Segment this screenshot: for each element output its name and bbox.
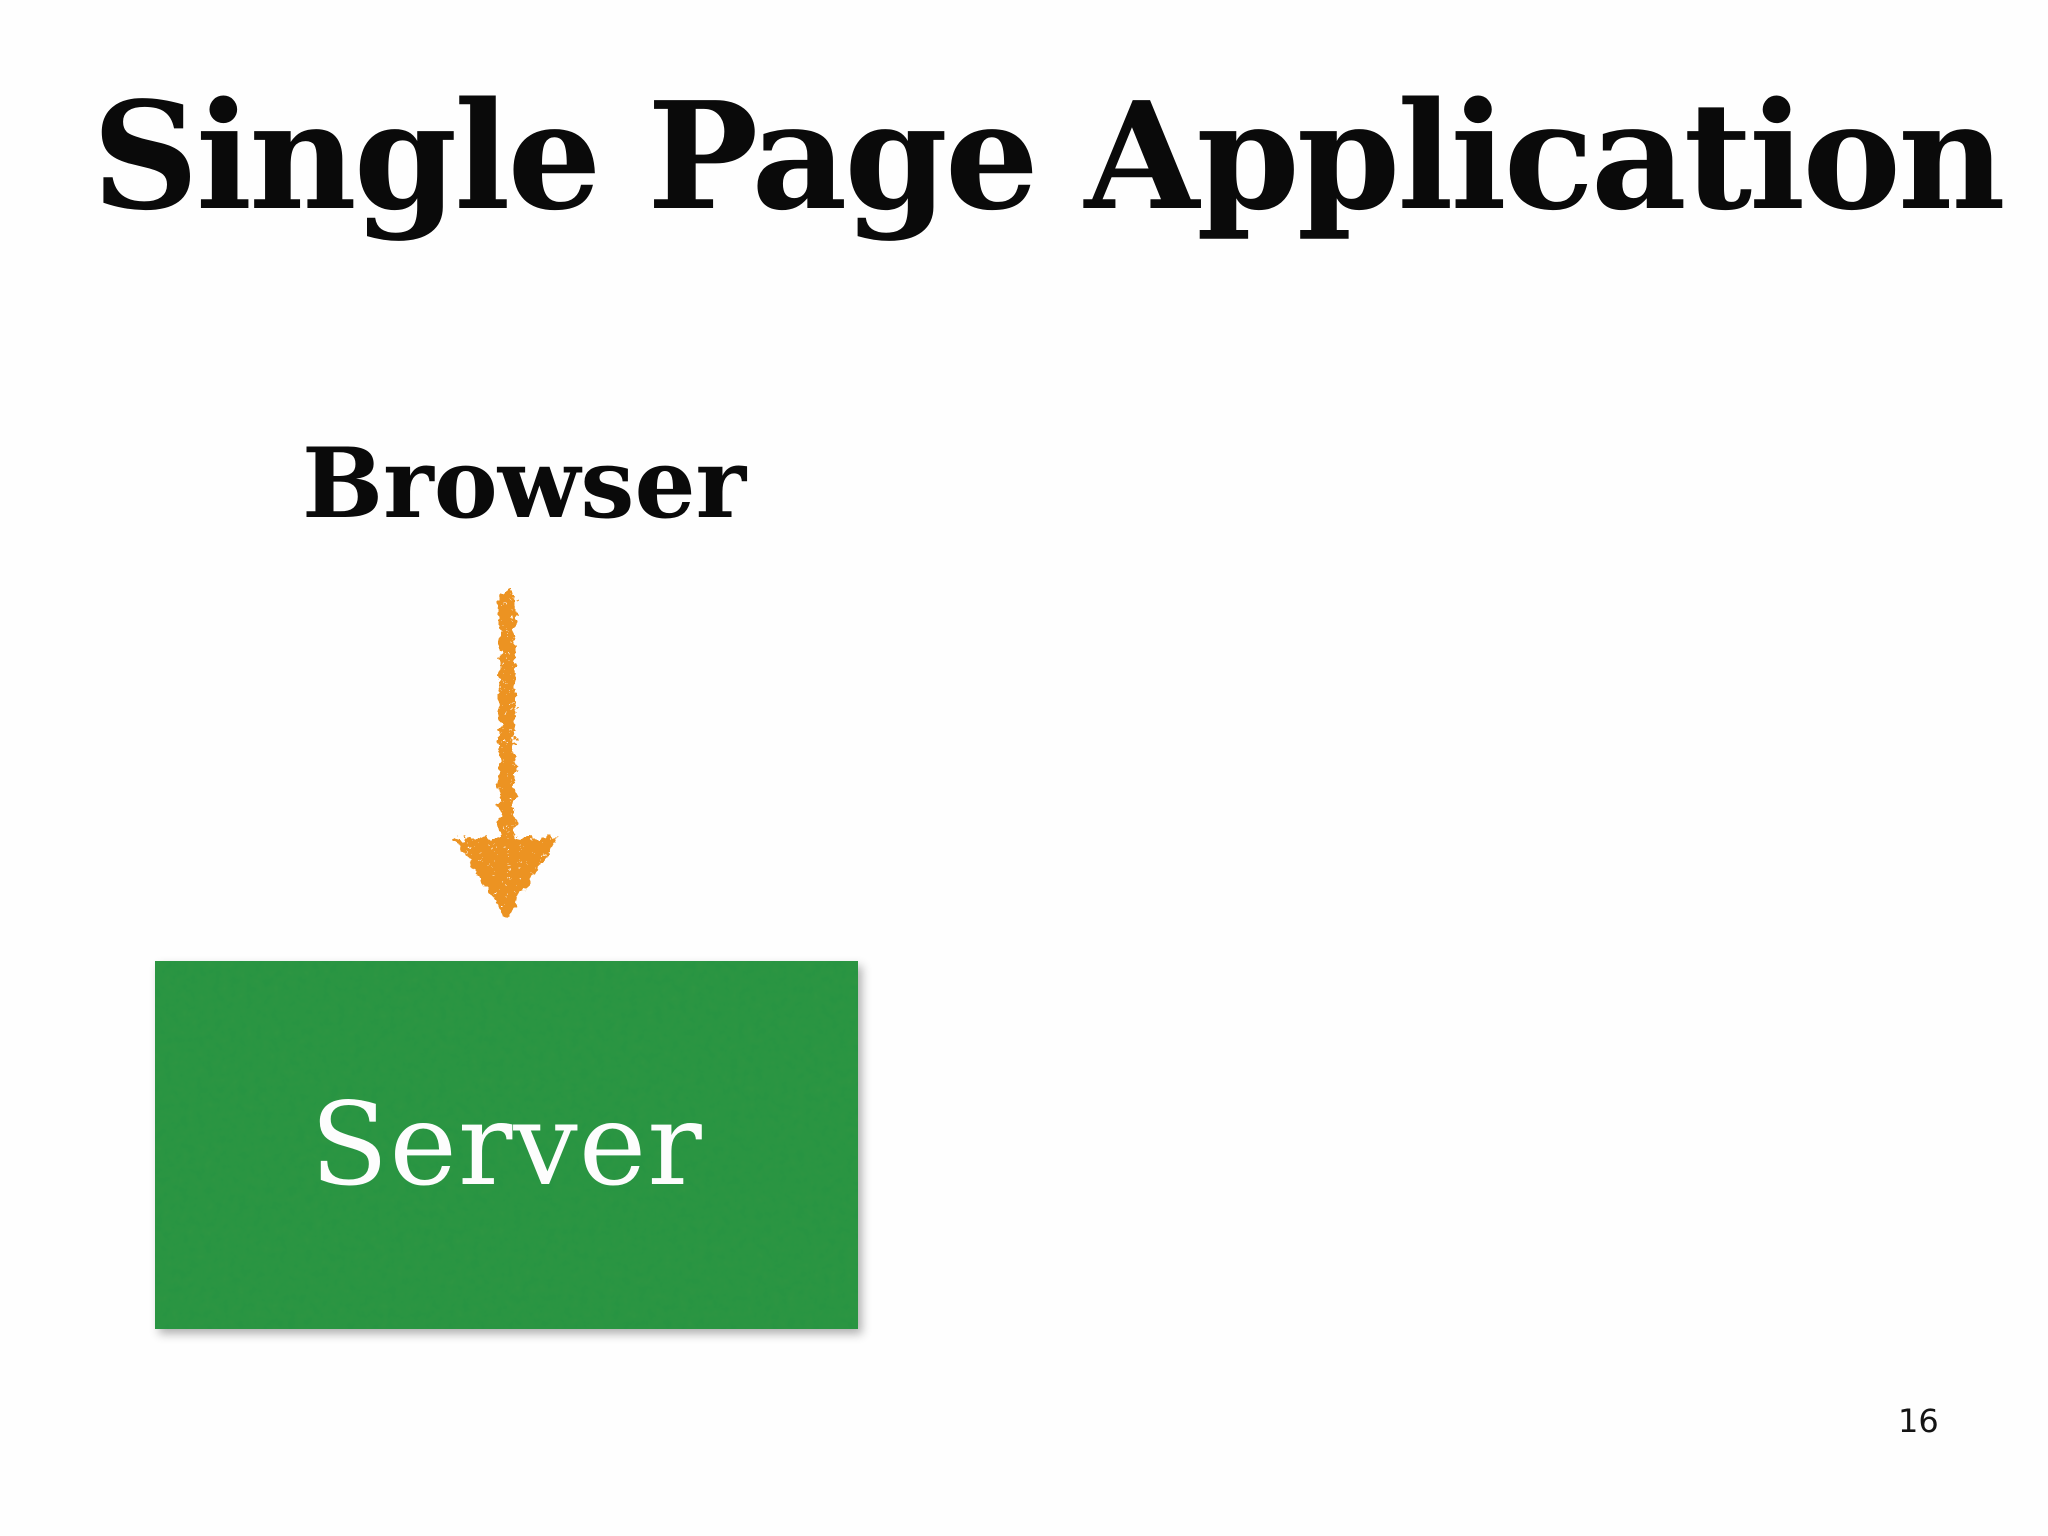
browser-node-label: Browser — [302, 427, 747, 540]
server-box: Server — [155, 961, 858, 1329]
page-number: 16 — [1898, 1402, 1939, 1440]
slide-title: Single Page Application — [92, 69, 2006, 243]
down-arrow-icon — [454, 592, 558, 918]
server-node-label: Server — [310, 1078, 703, 1211]
